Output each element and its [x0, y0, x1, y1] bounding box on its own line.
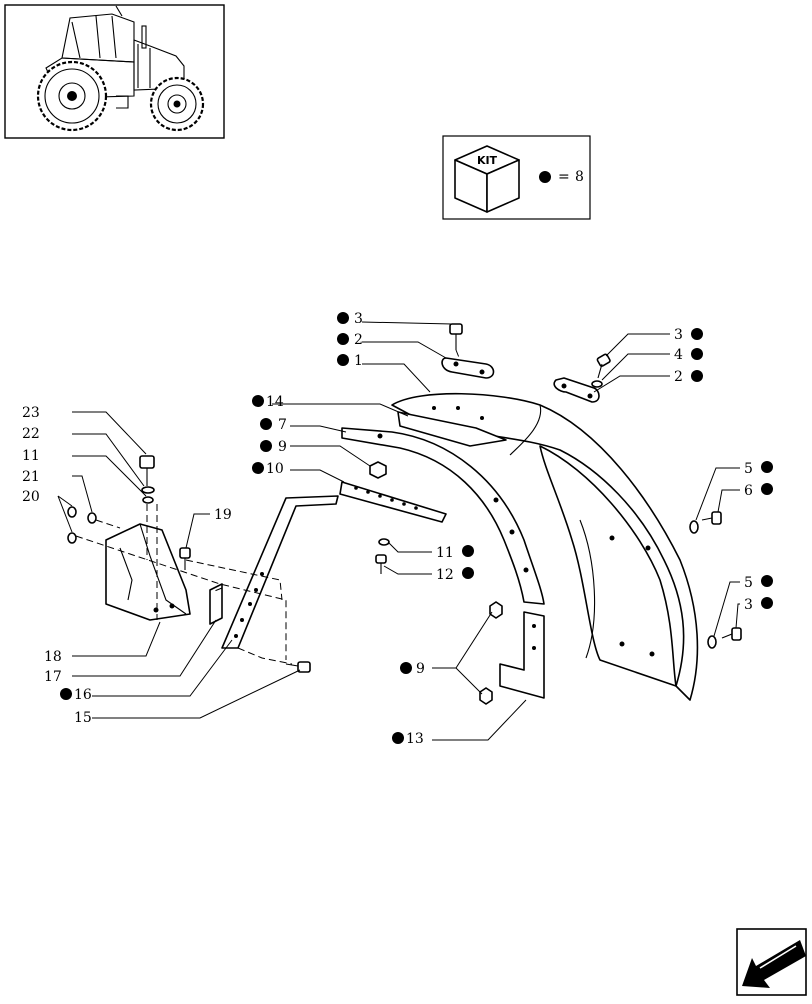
- callout-11-mid: 11: [436, 545, 454, 561]
- callout-dot: [462, 567, 474, 579]
- callout-dot: [252, 462, 264, 474]
- callout-18: 18: [44, 649, 62, 665]
- nut-9-upper: [489, 601, 503, 619]
- callout-20: 20: [22, 489, 40, 505]
- bolt-19: [179, 547, 191, 570]
- callout-17: 17: [44, 669, 62, 685]
- washer-21: [87, 512, 97, 524]
- washer-11-mid: [378, 538, 390, 546]
- bolt-3-lower: [721, 627, 742, 641]
- callout-16: 16: [74, 687, 92, 703]
- arrow-back-icon: [742, 940, 806, 988]
- kit-equals-sign: =: [558, 169, 570, 185]
- callout-2-top: 2: [354, 332, 363, 348]
- callout-5-lower: 5: [744, 575, 753, 591]
- callout-10: 10: [266, 461, 284, 477]
- callout-dot: [337, 333, 349, 345]
- assembly-lines: [75, 349, 461, 665]
- callout-13: 13: [406, 731, 424, 747]
- washer-4: [591, 380, 603, 388]
- plate-2-top: [441, 357, 495, 379]
- lower-bracket-13: [499, 611, 545, 699]
- callout-dot: [260, 418, 272, 430]
- nut-9-mid: [369, 461, 387, 479]
- kit-legend: KIT = 8: [442, 135, 591, 220]
- callout-dot: [60, 688, 72, 700]
- bolt-12: [375, 554, 387, 574]
- rear-wheel: [36, 60, 108, 132]
- shim-17: [209, 583, 223, 625]
- callout-dot: [400, 662, 412, 674]
- callout-6: 6: [744, 483, 753, 499]
- callout-labels: 3 2 1 3 4 2 14 7 9 10 5 6 23 22 11 21 20…: [22, 311, 773, 747]
- perforated-strip-10: [339, 481, 447, 523]
- callout-12: 12: [436, 567, 454, 583]
- callout-14: 14: [266, 394, 284, 410]
- callout-dot: [462, 545, 474, 557]
- previous-page-button[interactable]: [736, 928, 807, 996]
- callout-9-mid: 9: [278, 439, 287, 455]
- washer-22: [141, 486, 155, 494]
- callout-dot: [337, 312, 349, 324]
- fender: [391, 392, 699, 701]
- callout-dot: [691, 348, 703, 360]
- nut-9-lower: [479, 687, 493, 705]
- callout-5-upper: 5: [744, 461, 753, 477]
- kit-box-icon: [454, 145, 520, 213]
- callout-dot: [260, 440, 272, 452]
- bolt-23: [139, 455, 155, 486]
- callout-21: 21: [22, 469, 40, 485]
- leader-lines: [57, 321, 740, 741]
- callout-4: 4: [674, 347, 683, 363]
- front-wheel: [149, 76, 205, 132]
- callout-3-lower: 3: [744, 597, 753, 613]
- tractor-thumbnail: [4, 4, 225, 139]
- callout-dot: [691, 370, 703, 382]
- callout-11-left: 11: [22, 448, 40, 464]
- curved-bracket-7: [341, 427, 545, 605]
- strip-14: [397, 411, 507, 447]
- callout-3-right: 3: [674, 327, 683, 343]
- kit-label: KIT: [477, 154, 498, 167]
- callout-19: 19: [214, 507, 232, 523]
- washer-5-upper: [689, 520, 699, 534]
- washer-5-lower: [707, 635, 717, 649]
- callout-dot: [761, 575, 773, 587]
- callout-dot: [337, 354, 349, 366]
- callout-dot: [761, 461, 773, 473]
- callout-3-top: 3: [354, 311, 363, 327]
- bolt-3-top: [449, 323, 463, 350]
- bolt-15: [285, 661, 311, 673]
- kit-dot-marker: [539, 171, 551, 183]
- plate-2-right: [553, 377, 600, 403]
- callout-2-right: 2: [674, 369, 683, 385]
- bolt-3-right: [596, 353, 611, 379]
- callout-22: 22: [22, 426, 40, 442]
- callout-dot: [761, 597, 773, 609]
- callout-dot: [691, 328, 703, 340]
- washer-11-left: [142, 496, 154, 504]
- bolt-6: [701, 511, 722, 525]
- callout-1: 1: [354, 353, 363, 369]
- nut-20-lower: [67, 532, 77, 544]
- long-strut-16: [221, 495, 339, 649]
- callout-dot: [392, 732, 404, 744]
- callout-23: 23: [22, 405, 40, 421]
- callout-dot: [252, 395, 264, 407]
- callout-15: 15: [74, 710, 92, 726]
- callout-7: 7: [278, 417, 287, 433]
- support-bracket-18: [105, 523, 191, 621]
- kit-value: 8: [575, 169, 584, 185]
- callout-9-low: 9: [416, 661, 425, 677]
- nut-20-upper: [67, 506, 77, 518]
- callout-dot: [761, 483, 773, 495]
